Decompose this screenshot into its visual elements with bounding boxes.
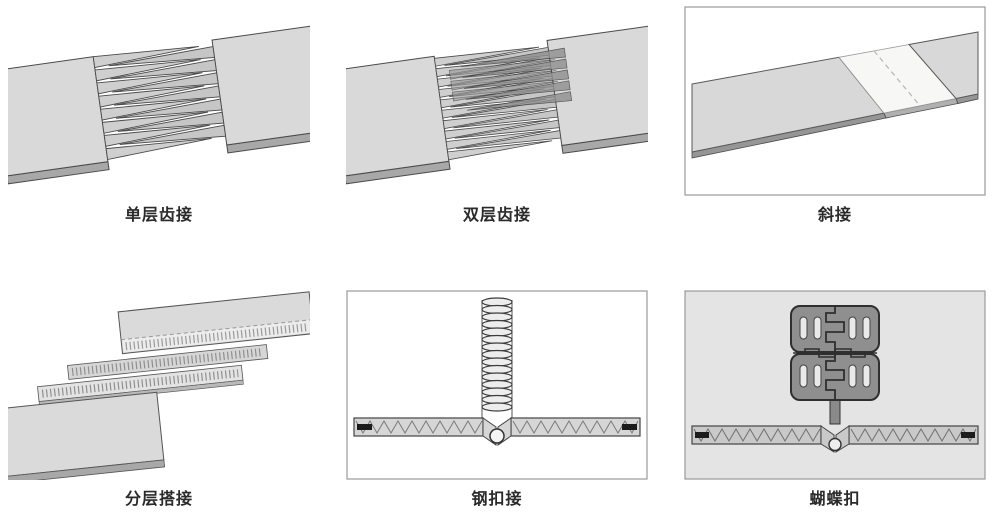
panel-single-layer-finger-joint: 单层齿接 xyxy=(8,6,310,234)
left-fastener-end xyxy=(695,431,709,438)
right-fastener-end xyxy=(622,423,637,430)
single-layer-finger-joint-illustration xyxy=(8,25,310,185)
panel-bevel-joint: 斜接 xyxy=(684,6,986,234)
hinge-pin xyxy=(828,437,842,451)
right-finger-teeth xyxy=(108,46,227,145)
belt-left-piece xyxy=(8,391,166,480)
splice-dashed-line xyxy=(873,50,921,107)
right-fastener-end xyxy=(961,431,975,438)
right-band-cord-pattern xyxy=(850,427,977,442)
clips-interlock-junction xyxy=(793,347,877,358)
left-band-cord-pattern xyxy=(355,419,483,434)
belt-cross-section xyxy=(691,424,979,453)
caption-butterfly-fastener: 蝴蝶扣 xyxy=(809,490,861,508)
right-band-cord-pattern xyxy=(512,419,639,434)
belt-left-piece xyxy=(8,56,109,177)
rivet-slot xyxy=(848,316,857,339)
belt-assembly xyxy=(346,25,648,185)
caption-steel-fastener-joint: 钢扣接 xyxy=(471,490,523,508)
panel-steel-fastener-joint: 钢扣接 xyxy=(346,289,648,517)
rivet-slot xyxy=(848,364,857,387)
steel-fastener-joint-illustration xyxy=(346,289,648,480)
left-finger-teeth xyxy=(92,45,212,161)
double-layer-finger-joint-illustration xyxy=(346,25,648,185)
clip-to-belt-connector xyxy=(829,399,841,424)
panel-layered-lap-joint: 分层搭接 xyxy=(8,290,310,517)
middle-ply-strip xyxy=(67,343,269,380)
caption-double-layer-finger-joint: 双层齿接 xyxy=(462,207,531,224)
belt-assembly xyxy=(8,290,310,480)
rivet-slot xyxy=(799,364,808,387)
rivet-slot xyxy=(813,364,822,387)
rivet-slot xyxy=(862,364,871,387)
belt-cross-section xyxy=(353,416,641,446)
hinge-pin xyxy=(489,427,505,444)
bevel-joint-illustration xyxy=(684,6,986,196)
panel-butterfly-fastener: 蝴蝶扣 xyxy=(684,289,986,517)
belt-assembly xyxy=(8,25,310,185)
left-band-cord-pattern xyxy=(693,427,821,442)
second-layer-finger-teeth-dark xyxy=(460,47,573,111)
butterfly-clip-lower xyxy=(790,352,880,401)
caption-bevel-joint: 斜接 xyxy=(817,207,852,224)
rivet-slot xyxy=(813,316,822,339)
caption-layered-lap-joint: 分层搭接 xyxy=(124,490,193,508)
belt-left-piece xyxy=(346,55,450,177)
belt-assembly xyxy=(691,31,979,159)
rivet-slot xyxy=(862,316,871,339)
caption-single-layer-finger-joint: 单层齿接 xyxy=(124,207,193,224)
second-layer-finger-teeth-light xyxy=(448,59,558,102)
panel-double-layer-finger-joint: 双层齿接 xyxy=(346,6,648,234)
butterfly-fastener-illustration xyxy=(684,289,986,480)
belt-right-piece xyxy=(117,290,310,354)
belt-right-piece xyxy=(908,31,979,100)
clip-interlock-seam xyxy=(825,305,845,352)
layered-lap-joint-illustration xyxy=(8,290,310,480)
belt-right-piece xyxy=(211,25,310,146)
rivet-slot xyxy=(799,316,808,339)
left-fastener-end xyxy=(357,423,372,430)
butterfly-clip-upper xyxy=(790,304,880,353)
vertical-lacing-coil xyxy=(481,296,513,428)
clip-interlock-seam xyxy=(825,353,845,400)
